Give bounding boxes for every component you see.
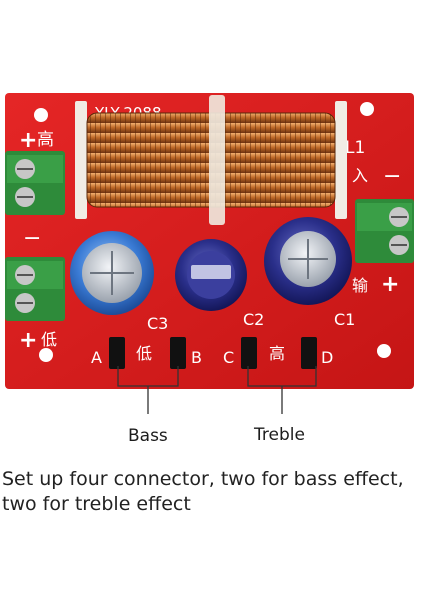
terminal-block-right <box>355 199 414 263</box>
mounting-hole <box>34 108 48 122</box>
inductor-coil <box>75 95 347 225</box>
caption-line-2: two for treble effect <box>2 493 191 515</box>
silk-di: 低 <box>136 344 152 363</box>
silk-c: C <box>223 348 234 367</box>
silk-gao: 高 <box>269 344 285 363</box>
pin-header-c <box>241 337 257 369</box>
silk-minus: − <box>383 164 401 189</box>
pin-header-d <box>301 337 317 369</box>
mounting-hole <box>39 348 53 362</box>
bass-label: Bass <box>128 426 168 446</box>
silk-a: A <box>91 348 102 367</box>
silk-c2: C2 <box>243 310 264 329</box>
silk-plus: + <box>19 328 37 353</box>
caption-line-1: Set up four connector, two for bass effe… <box>2 468 404 490</box>
treble-label: Treble <box>254 425 305 445</box>
capacitor-c3 <box>70 231 154 315</box>
cable-tie <box>209 95 225 225</box>
capacitor-c2 <box>175 239 247 311</box>
mounting-hole <box>377 344 391 358</box>
capacitor-c1 <box>264 217 352 305</box>
pin-header-b <box>170 337 186 369</box>
pin-header-a <box>109 337 125 369</box>
silk-gao: 高 <box>37 130 54 150</box>
silk-minus: − <box>23 226 41 251</box>
silk-c1: C1 <box>334 310 355 329</box>
silk-ru: 入 <box>352 166 368 185</box>
silk-plus: + <box>19 128 37 153</box>
silk-plus: + <box>381 272 399 297</box>
terminal-block-left-bottom <box>5 257 65 321</box>
crossover-board-photo: YLY-2088 + 高 − + 低 L1 入 − 输 + C3 C2 C1 A… <box>5 93 414 389</box>
silk-c3: C3 <box>147 314 168 333</box>
silk-b: B <box>191 348 202 367</box>
silk-l1: L1 <box>345 138 365 158</box>
silk-shu: 输 <box>352 276 368 295</box>
silk-d: D <box>321 348 333 367</box>
silk-di: 低 <box>41 330 57 349</box>
mounting-hole <box>360 102 374 116</box>
callout-brackets <box>117 366 317 414</box>
terminal-block-left-top <box>5 151 65 215</box>
